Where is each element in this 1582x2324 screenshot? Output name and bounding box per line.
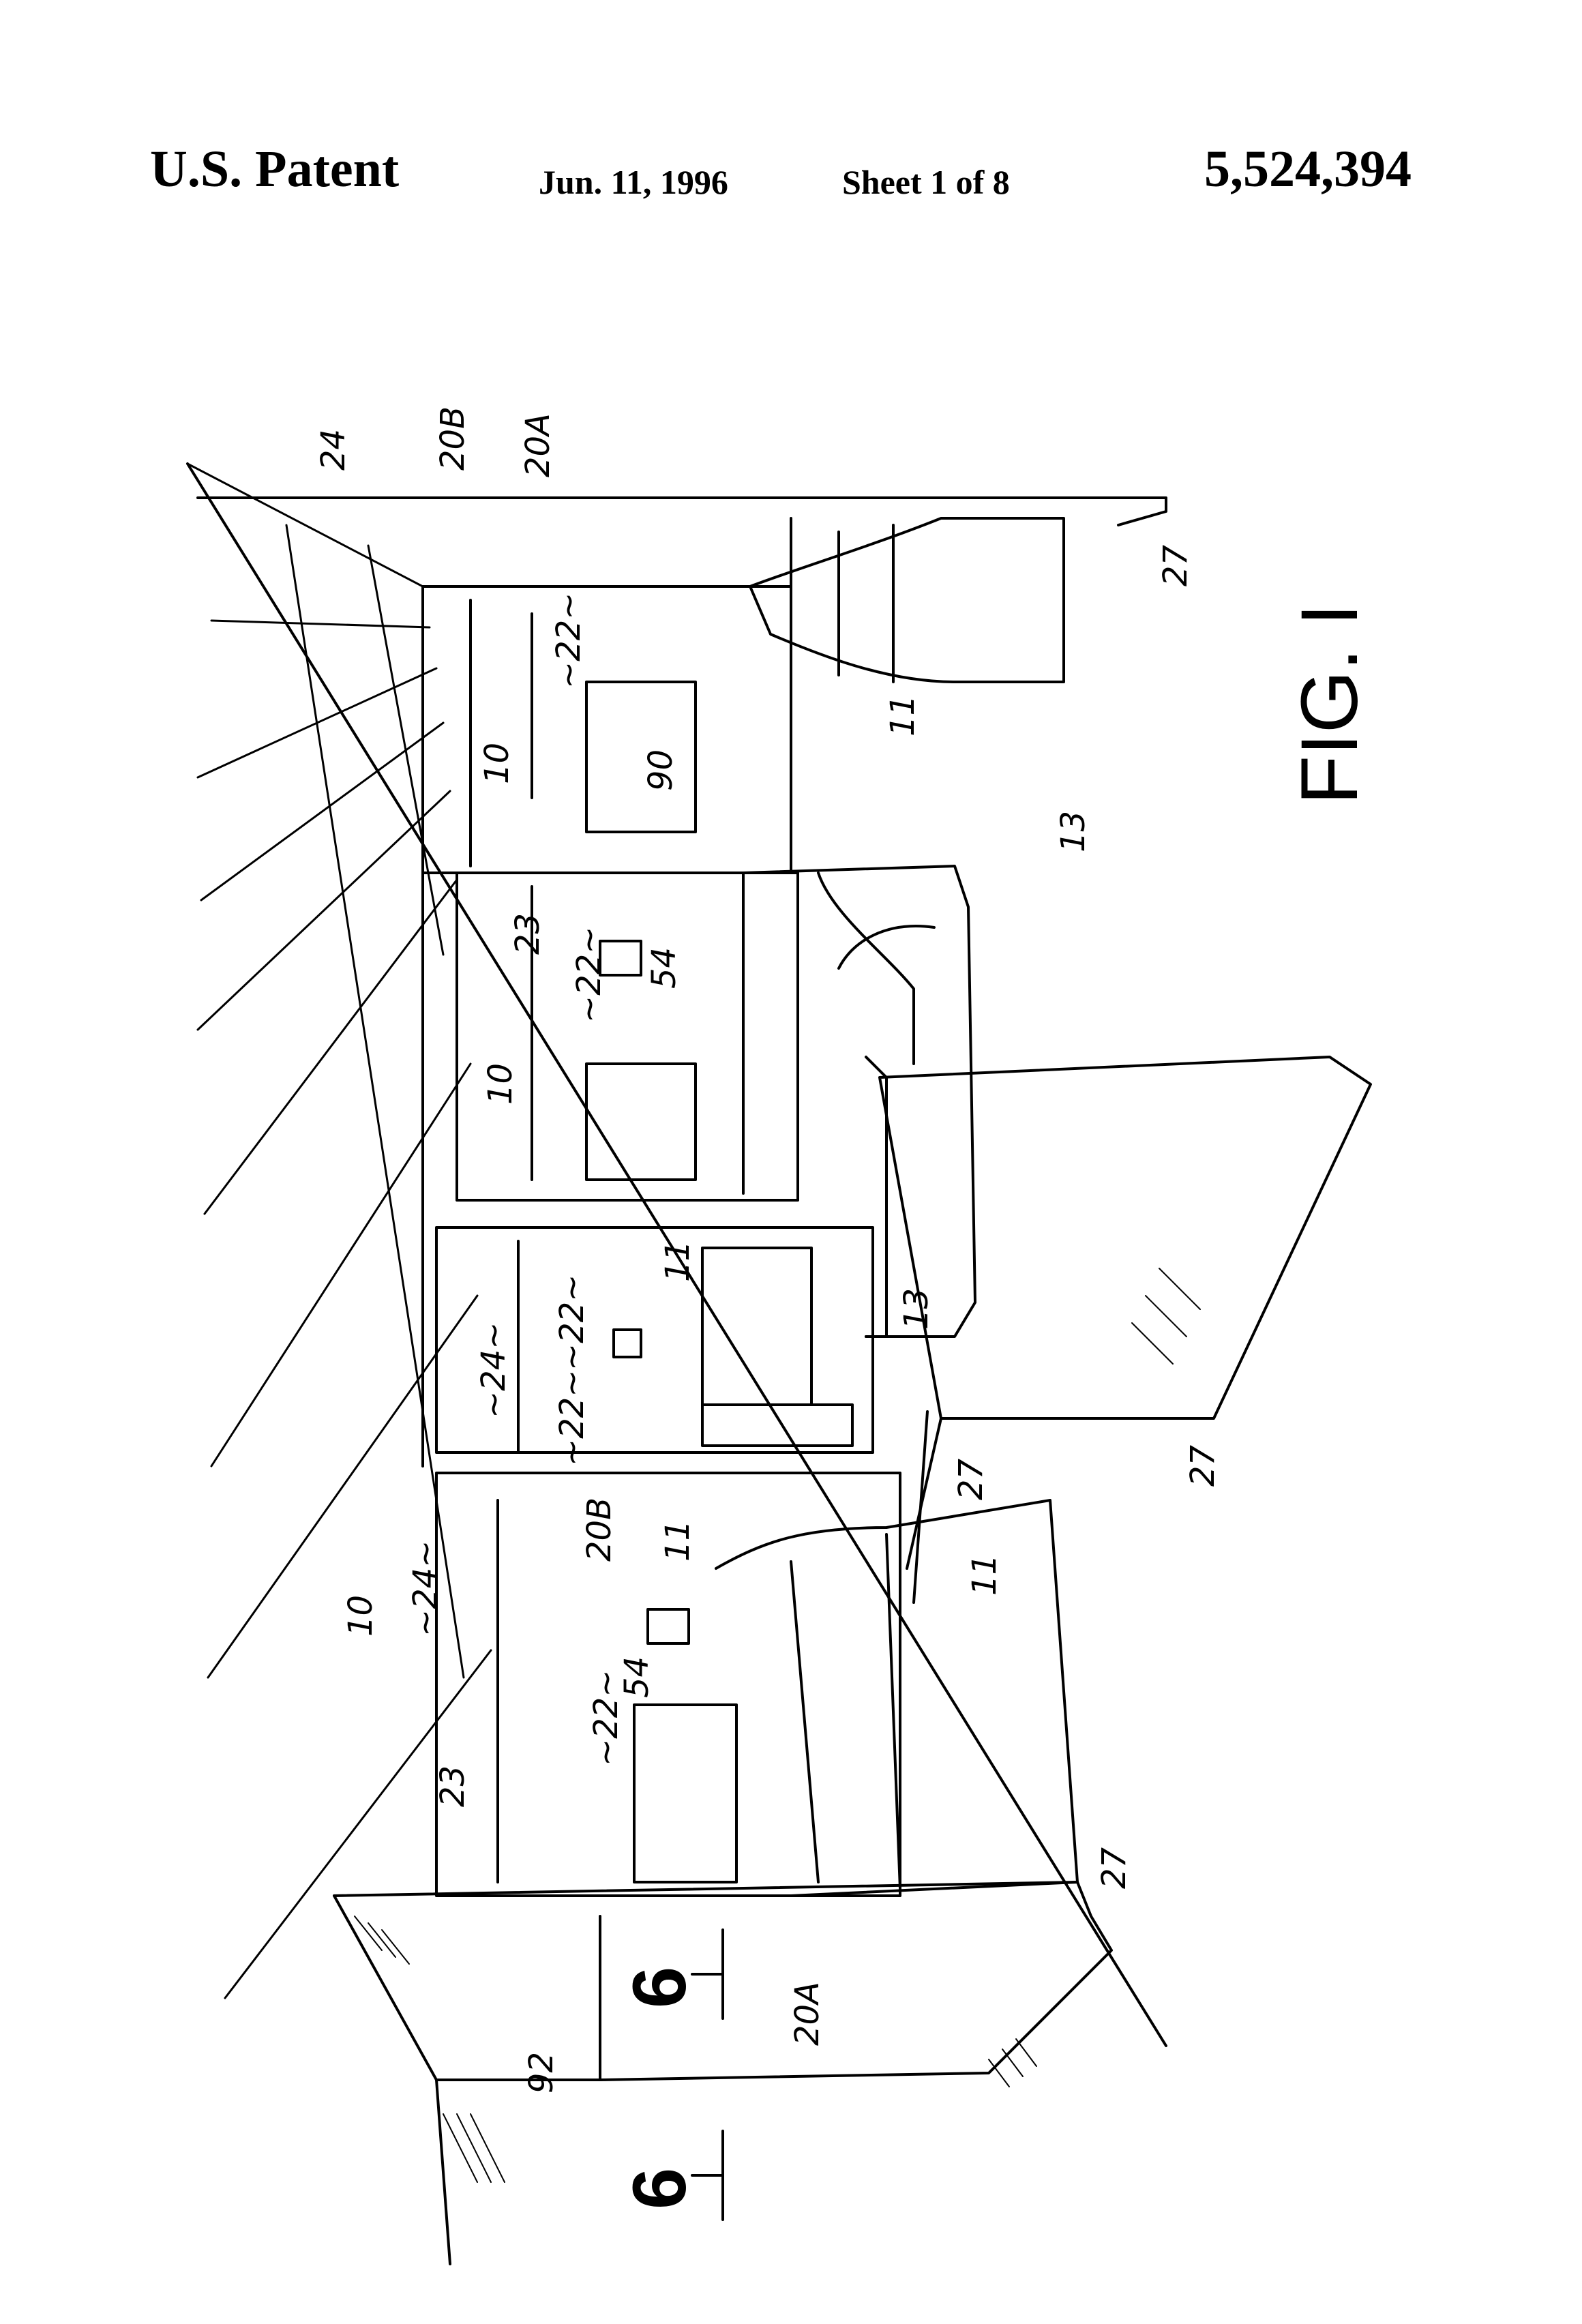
section-marker: 6 <box>618 2168 702 2209</box>
patent-date: Jun. 11, 1996 <box>539 163 728 201</box>
ref-label: 92 <box>522 2052 561 2094</box>
ceiling-grid <box>186 462 492 1999</box>
ref-label: 23 <box>434 1766 472 1807</box>
section-line <box>691 1928 724 2221</box>
ref-label: 90 <box>642 749 680 791</box>
ref-label: 27 <box>1184 1444 1222 1487</box>
ref-label: ~24~ <box>475 1322 513 1418</box>
panel-outlines <box>186 462 1372 2265</box>
ref-label: 27 <box>1095 1847 1133 1889</box>
ref-label: 13 <box>1054 811 1092 852</box>
patent-title: U.S. Patent <box>150 140 400 198</box>
ref-label: ~22~ <box>553 1369 591 1466</box>
ref-label: 20B <box>434 406 472 471</box>
patent-number: 5,524,394 <box>1204 140 1412 198</box>
ref-label: 11 <box>966 1554 1004 1596</box>
ref-label: 10 <box>481 1063 520 1105</box>
ref-label: 20B <box>580 1498 618 1562</box>
figure-caption: FIG. I <box>1285 604 1375 805</box>
ref-label: 20A <box>519 413 557 477</box>
section-marker: 6 <box>618 1967 702 2008</box>
ref-label: ~22~ <box>587 1669 625 1766</box>
ref-label: 54 <box>645 947 683 989</box>
ref-label: 11 <box>659 1240 697 1282</box>
ref-label: 13 <box>897 1288 936 1330</box>
ref-label: 27 <box>952 1458 990 1500</box>
ref-label: 11 <box>659 1520 697 1562</box>
sheet-number: Sheet 1 of 8 <box>842 163 1010 201</box>
ref-label: ~22~ <box>570 926 608 1023</box>
ref-label: ~22~ <box>553 1274 591 1371</box>
ref-label: 20A <box>788 1982 826 2046</box>
ref-label: 11 <box>884 695 922 736</box>
ref-label: 10 <box>478 743 516 784</box>
shading-hatch <box>354 1268 1201 2183</box>
ref-label: 54 <box>618 1656 656 1698</box>
ref-label: ~22~ <box>550 592 588 689</box>
ref-label: 10 <box>342 1595 380 1637</box>
ref-label: ~24~ <box>406 1540 445 1637</box>
ref-label: 23 <box>509 913 547 955</box>
ref-label: 27 <box>1156 544 1195 586</box>
ref-label: 24 <box>314 429 353 471</box>
